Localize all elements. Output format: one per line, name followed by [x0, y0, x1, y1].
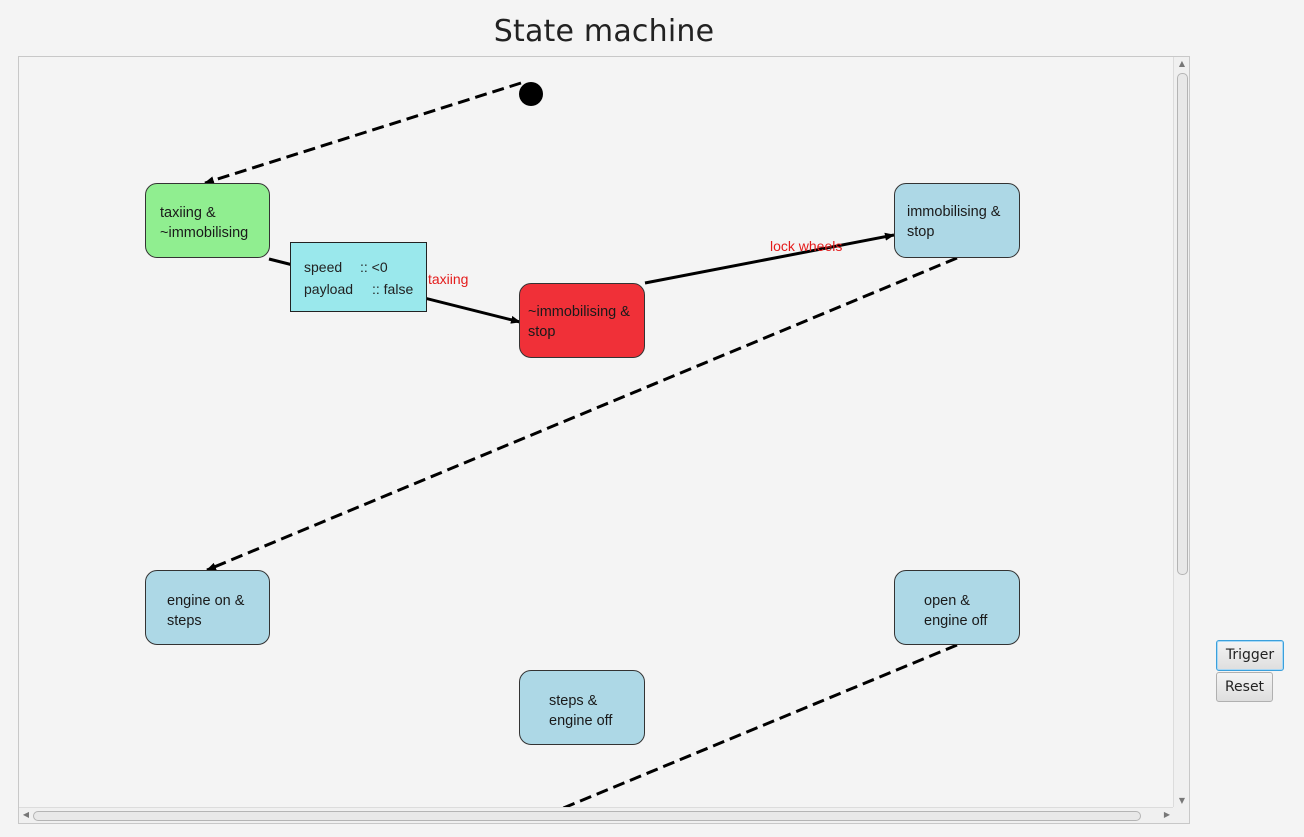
initial-transition: [204, 81, 522, 185]
state-not-immobilising-stop[interactable]: ~immobilising & stop: [519, 283, 645, 358]
guard-row-payload: payload :: false: [304, 281, 414, 297]
transition-label-taxiing: taxiing: [428, 271, 469, 287]
initial-state-dot: [519, 82, 543, 106]
guard-condition-box: speed :: <0 payload :: false: [290, 242, 427, 312]
transition-label-lock-wheels: lock wheels: [770, 238, 843, 254]
reset-button[interactable]: Reset: [1216, 672, 1273, 702]
state-taxiing-not-immobilising[interactable]: taxiing & ~immobilising: [145, 183, 270, 258]
scroll-left-icon[interactable]: ◀: [22, 810, 30, 819]
guard-row-speed: speed :: <0: [304, 259, 388, 275]
state-immobilising-stop[interactable]: immobilising & stop: [894, 183, 1020, 258]
trigger-button[interactable]: Trigger: [1216, 640, 1284, 671]
scrollbar-corner: [1173, 807, 1189, 823]
diagram-title: State machine: [493, 14, 715, 49]
horizontal-scrollbar[interactable]: ◀ ▶: [19, 807, 1175, 823]
state-open-engine-off[interactable]: open & engine off: [894, 570, 1020, 645]
vertical-scroll-thumb[interactable]: [1177, 73, 1188, 575]
scroll-right-icon[interactable]: ▶: [1163, 810, 1171, 819]
diagram-canvas: taxiing & ~immobilising ~immobilising & …: [19, 57, 1175, 809]
scroll-down-icon[interactable]: ▼: [1178, 796, 1186, 805]
state-engine-on-steps[interactable]: engine on & steps: [145, 570, 270, 645]
diagram-viewport[interactable]: taxiing & ~immobilising ~immobilising & …: [18, 56, 1190, 824]
scroll-up-icon[interactable]: ▲: [1178, 59, 1186, 68]
engine-on-transition: [206, 256, 958, 572]
state-steps-engine-off[interactable]: steps & engine off: [519, 670, 645, 745]
vertical-scrollbar[interactable]: ▲ ▼: [1173, 57, 1189, 809]
lock-wheels-transition: [644, 232, 895, 285]
horizontal-scroll-thumb[interactable]: [33, 811, 1141, 821]
